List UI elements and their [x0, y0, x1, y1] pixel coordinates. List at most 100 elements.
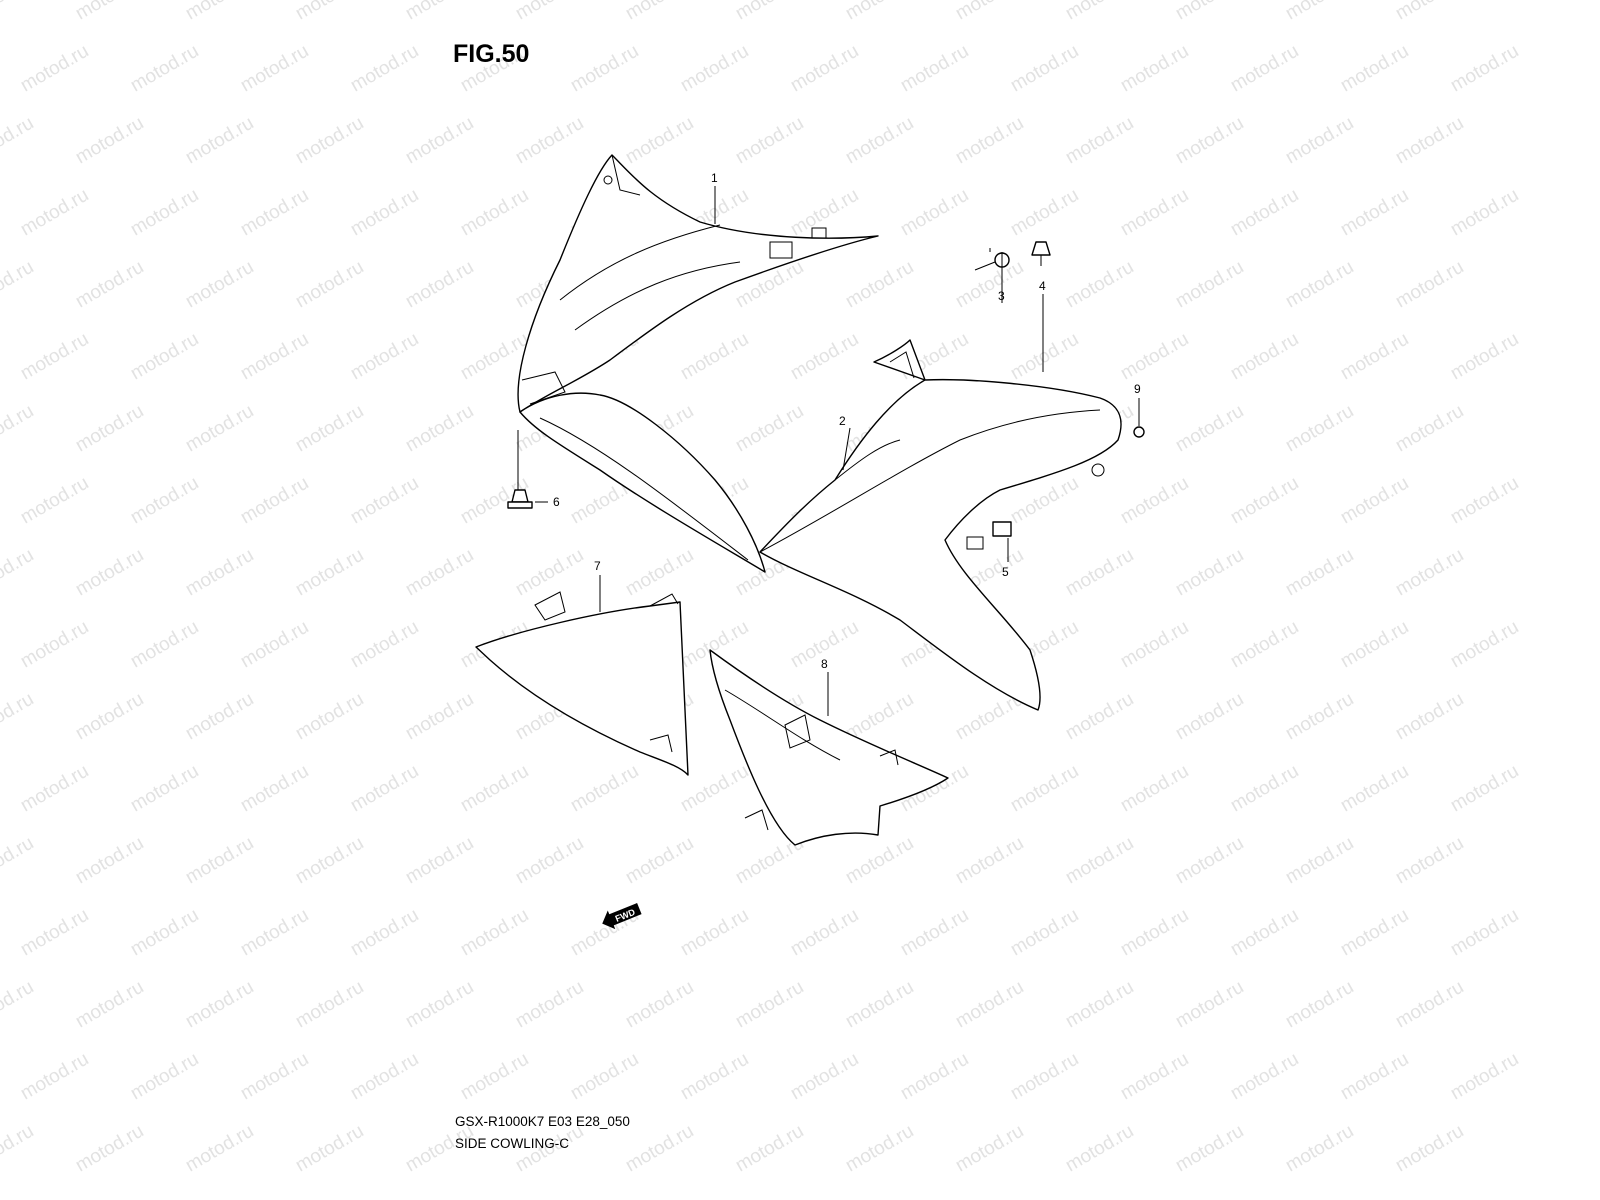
watermark-text: motod.ru: [1447, 329, 1522, 385]
watermark-text: motod.ru: [622, 0, 697, 24]
watermark-text: motod.ru: [1392, 545, 1467, 601]
watermark-text: motod.ru: [1117, 329, 1192, 385]
watermark-text: motod.ru: [17, 329, 92, 385]
watermark-text: motod.ru: [72, 0, 147, 24]
watermark-text: motod.ru: [1062, 257, 1137, 313]
watermark-text: motod.ru: [512, 833, 587, 889]
watermark-text: motod.ru: [952, 833, 1027, 889]
watermark-text: motod.ru: [787, 1049, 862, 1105]
watermark-text: motod.ru: [1447, 617, 1522, 673]
watermark-text: motod.ru: [842, 0, 917, 24]
watermark-text: motod.ru: [1007, 329, 1082, 385]
watermark-text: motod.ru: [622, 977, 697, 1033]
watermark-text: motod.ru: [72, 113, 147, 169]
watermark-text: motod.ru: [732, 113, 807, 169]
watermark-text: motod.ru: [127, 41, 202, 97]
watermark-text: motod.ru: [1392, 401, 1467, 457]
watermark-text: motod.ru: [1447, 41, 1522, 97]
leader-lines: [517, 186, 1140, 716]
watermark-text: motod.ru: [182, 113, 257, 169]
watermark-text: motod.ru: [182, 545, 257, 601]
watermark-text: motod.ru: [402, 257, 477, 313]
watermark-text: motod.ru: [1447, 905, 1522, 961]
watermark-text: motod.ru: [127, 905, 202, 961]
watermark-text: motod.ru: [732, 401, 807, 457]
watermark-layer: motod.ru motod.ru motod.ru motod.ru motod.ru…: [0, 0, 1522, 1176]
watermark-text: motod.ru: [1172, 833, 1247, 889]
watermark-text: motod.ru: [1337, 617, 1412, 673]
watermark-text: motod.ru: [1007, 761, 1082, 817]
part-7-inner-panel: [475, 591, 689, 776]
watermark-text: motod.ru: [182, 833, 257, 889]
watermark-text: motod.ru: [952, 0, 1027, 24]
watermark-text: motod.ru: [457, 905, 532, 961]
watermark-text: motod.ru: [347, 41, 422, 97]
watermark-text: motod.ru: [1117, 1049, 1192, 1105]
watermark-text: motod.ru: [842, 113, 917, 169]
part-6-screw: [507, 489, 533, 509]
watermark-text: motod.ru: [512, 113, 587, 169]
watermark-text: motod.ru: [512, 0, 587, 24]
watermark-text: motod.ru: [1227, 185, 1302, 241]
watermark-text: motod.ru: [237, 905, 312, 961]
watermark-text: motod.ru: [952, 257, 1027, 313]
watermark-text: motod.ru: [402, 977, 477, 1033]
watermark-text: motod.ru: [567, 1049, 642, 1105]
watermark-text: motod.ru: [402, 0, 477, 24]
watermark-text: motod.ru: [182, 257, 257, 313]
watermark-text: motod.ru: [1282, 545, 1357, 601]
watermark-text: motod.ru: [347, 185, 422, 241]
watermark-text: motod.ru: [1062, 545, 1137, 601]
watermark-text: motod.ru: [17, 617, 92, 673]
watermark-text: motod.ru: [1282, 833, 1357, 889]
watermark-text: motod.ru: [1117, 761, 1192, 817]
callout-7: 7: [594, 559, 601, 573]
watermark-text: motod.ru: [347, 761, 422, 817]
watermark-text: motod.ru: [897, 41, 972, 97]
watermark-text: motod.ru: [292, 833, 367, 889]
watermark-text: motod.ru: [127, 473, 202, 529]
watermark-text: motod.ru: [0, 977, 37, 1033]
callout-3: 3: [998, 289, 1005, 303]
watermark-text: motod.ru: [237, 329, 312, 385]
watermark-text: motod.ru: [182, 0, 257, 24]
watermark-text: motod.ru: [72, 257, 147, 313]
watermark-text: motod.ru: [72, 401, 147, 457]
watermark-text: motod.ru: [677, 905, 752, 961]
watermark-text: motod.ru: [1337, 329, 1412, 385]
watermark-text: motod.ru: [72, 545, 147, 601]
watermark-text: motod.ru: [347, 329, 422, 385]
watermark-text: motod.ru: [292, 113, 367, 169]
watermark-text: motod.ru: [1447, 473, 1522, 529]
watermark-text: motod.ru: [1282, 1121, 1357, 1177]
watermark-text: motod.ru: [457, 1049, 532, 1105]
watermark-text: motod.ru: [677, 329, 752, 385]
watermark-text: motod.ru: [1447, 1049, 1522, 1105]
watermark-text: motod.ru: [72, 689, 147, 745]
watermark-text: motod.ru: [1392, 1121, 1467, 1177]
watermark-text: motod.ru: [952, 1121, 1027, 1177]
watermark-text: motod.ru: [292, 977, 367, 1033]
watermark-text: motod.ru: [1227, 1049, 1302, 1105]
watermark-text: motod.ru: [1282, 0, 1357, 24]
watermark-text: motod.ru: [1062, 689, 1137, 745]
watermark-text: motod.ru: [1062, 977, 1137, 1033]
watermark-text: motod.ru: [1337, 761, 1412, 817]
watermark-text: motod.ru: [897, 1049, 972, 1105]
watermark-text: motod.ru: [402, 113, 477, 169]
watermark-text: motod.ru: [1227, 41, 1302, 97]
watermark-text: motod.ru: [1392, 257, 1467, 313]
part-1-upper-cowling: [517, 154, 879, 573]
callout-8: 8: [821, 657, 828, 671]
watermark-text: motod.ru: [402, 833, 477, 889]
watermark-text: motod.ru: [237, 1049, 312, 1105]
watermark-text: motod.ru: [0, 689, 37, 745]
watermark-text: motod.ru: [182, 977, 257, 1033]
watermark-text: motod.ru: [127, 1049, 202, 1105]
watermark-text: motod.ru: [512, 977, 587, 1033]
watermark-text: motod.ru: [622, 1121, 697, 1177]
watermark-text: motod.ru: [17, 185, 92, 241]
callout-4: 4: [1039, 279, 1046, 293]
watermark-text: motod.ru: [0, 401, 37, 457]
